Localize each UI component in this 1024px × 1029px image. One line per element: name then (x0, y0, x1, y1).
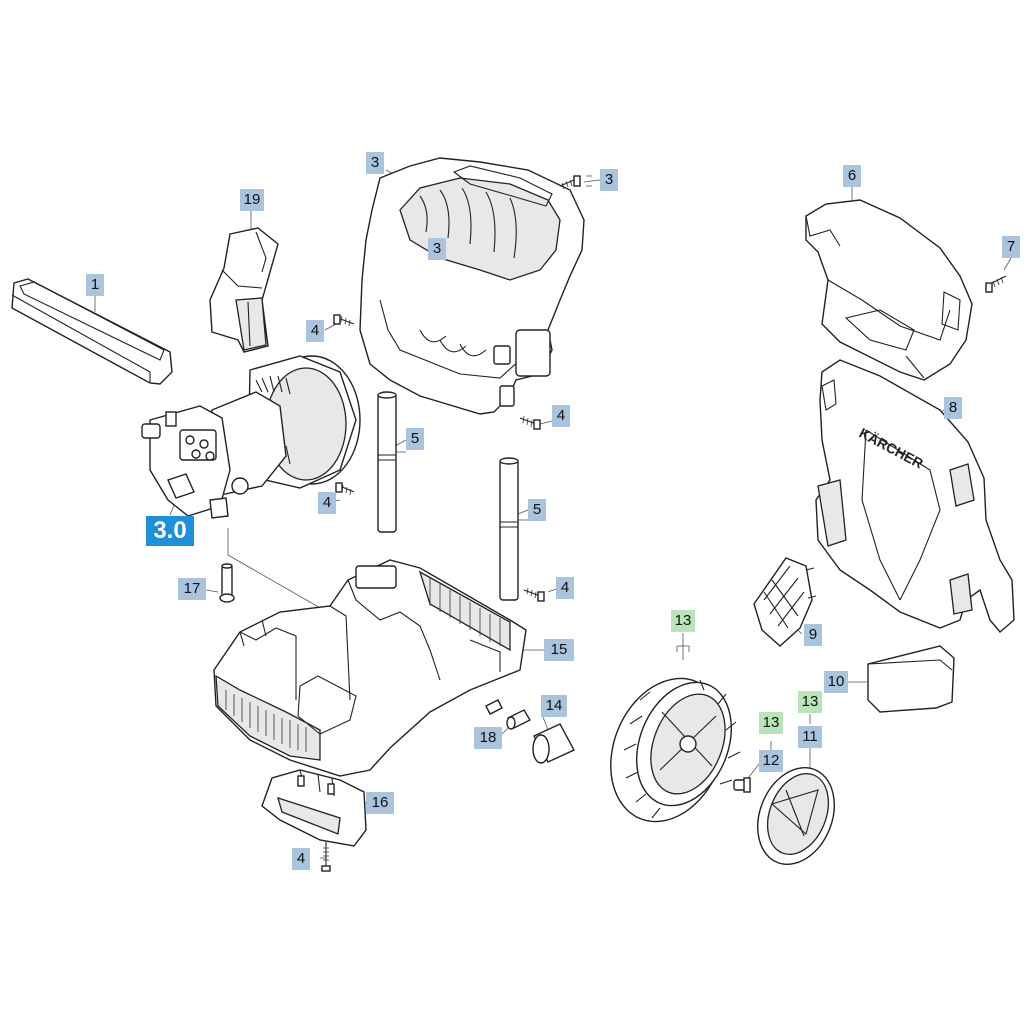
callout-4: 4 (306, 320, 324, 342)
part-5-tubes (377, 391, 519, 601)
callout-9: 9 (804, 624, 822, 646)
callout-18: 18 (474, 727, 502, 749)
callout-3: 3 (600, 169, 618, 191)
part-1-tray (11, 278, 173, 385)
callout-16: 16 (366, 792, 394, 814)
callout-3: 3 (428, 238, 446, 260)
callout-1: 1 (86, 274, 104, 296)
part-14-sleeve (532, 723, 575, 764)
part-6-rear-cover (805, 199, 973, 381)
callout-12: 12 (759, 750, 783, 772)
callout-8: 8 (944, 397, 962, 419)
callout-11: 11 (798, 726, 822, 748)
callout-14: 14 (541, 695, 567, 717)
callout-10: 10 (824, 671, 848, 693)
callout-3: 3 (366, 152, 384, 174)
callout-5: 5 (528, 499, 546, 521)
callout-15: 15 (544, 639, 574, 661)
part-12-axle-pin (733, 777, 751, 793)
part-19-holder (209, 227, 279, 353)
callout-4: 4 (292, 848, 310, 870)
screws (321, 175, 1007, 872)
part-16-foot (261, 769, 367, 847)
part-9-grille (753, 557, 817, 647)
group-3-motor-pump (141, 355, 361, 519)
part-8-front-cover (815, 359, 1015, 633)
part-13-wheel (610, 677, 741, 823)
callout-17: 17 (178, 578, 206, 600)
callout-4: 4 (552, 405, 570, 427)
part-3-handle-frame (359, 157, 585, 415)
part-15-base-chassis (213, 559, 527, 777)
callout-13: 13 (759, 712, 783, 734)
callout-4: 4 (318, 492, 336, 514)
part-10-end-cap (867, 645, 955, 713)
callout-5: 5 (406, 428, 424, 450)
part-11-hubcap (757, 767, 835, 865)
callout-13: 13 (798, 691, 822, 713)
group-label-3-0: 3.0 (146, 516, 194, 546)
callout-19: 19 (240, 189, 264, 211)
callout-4: 4 (556, 577, 574, 599)
callout-7: 7 (1002, 236, 1020, 258)
part-17-bolt (219, 563, 235, 603)
part-18-bushing (485, 699, 531, 730)
callout-6: 6 (843, 165, 861, 187)
leader-lines (94, 169, 1012, 859)
callout-13: 13 (671, 610, 695, 632)
